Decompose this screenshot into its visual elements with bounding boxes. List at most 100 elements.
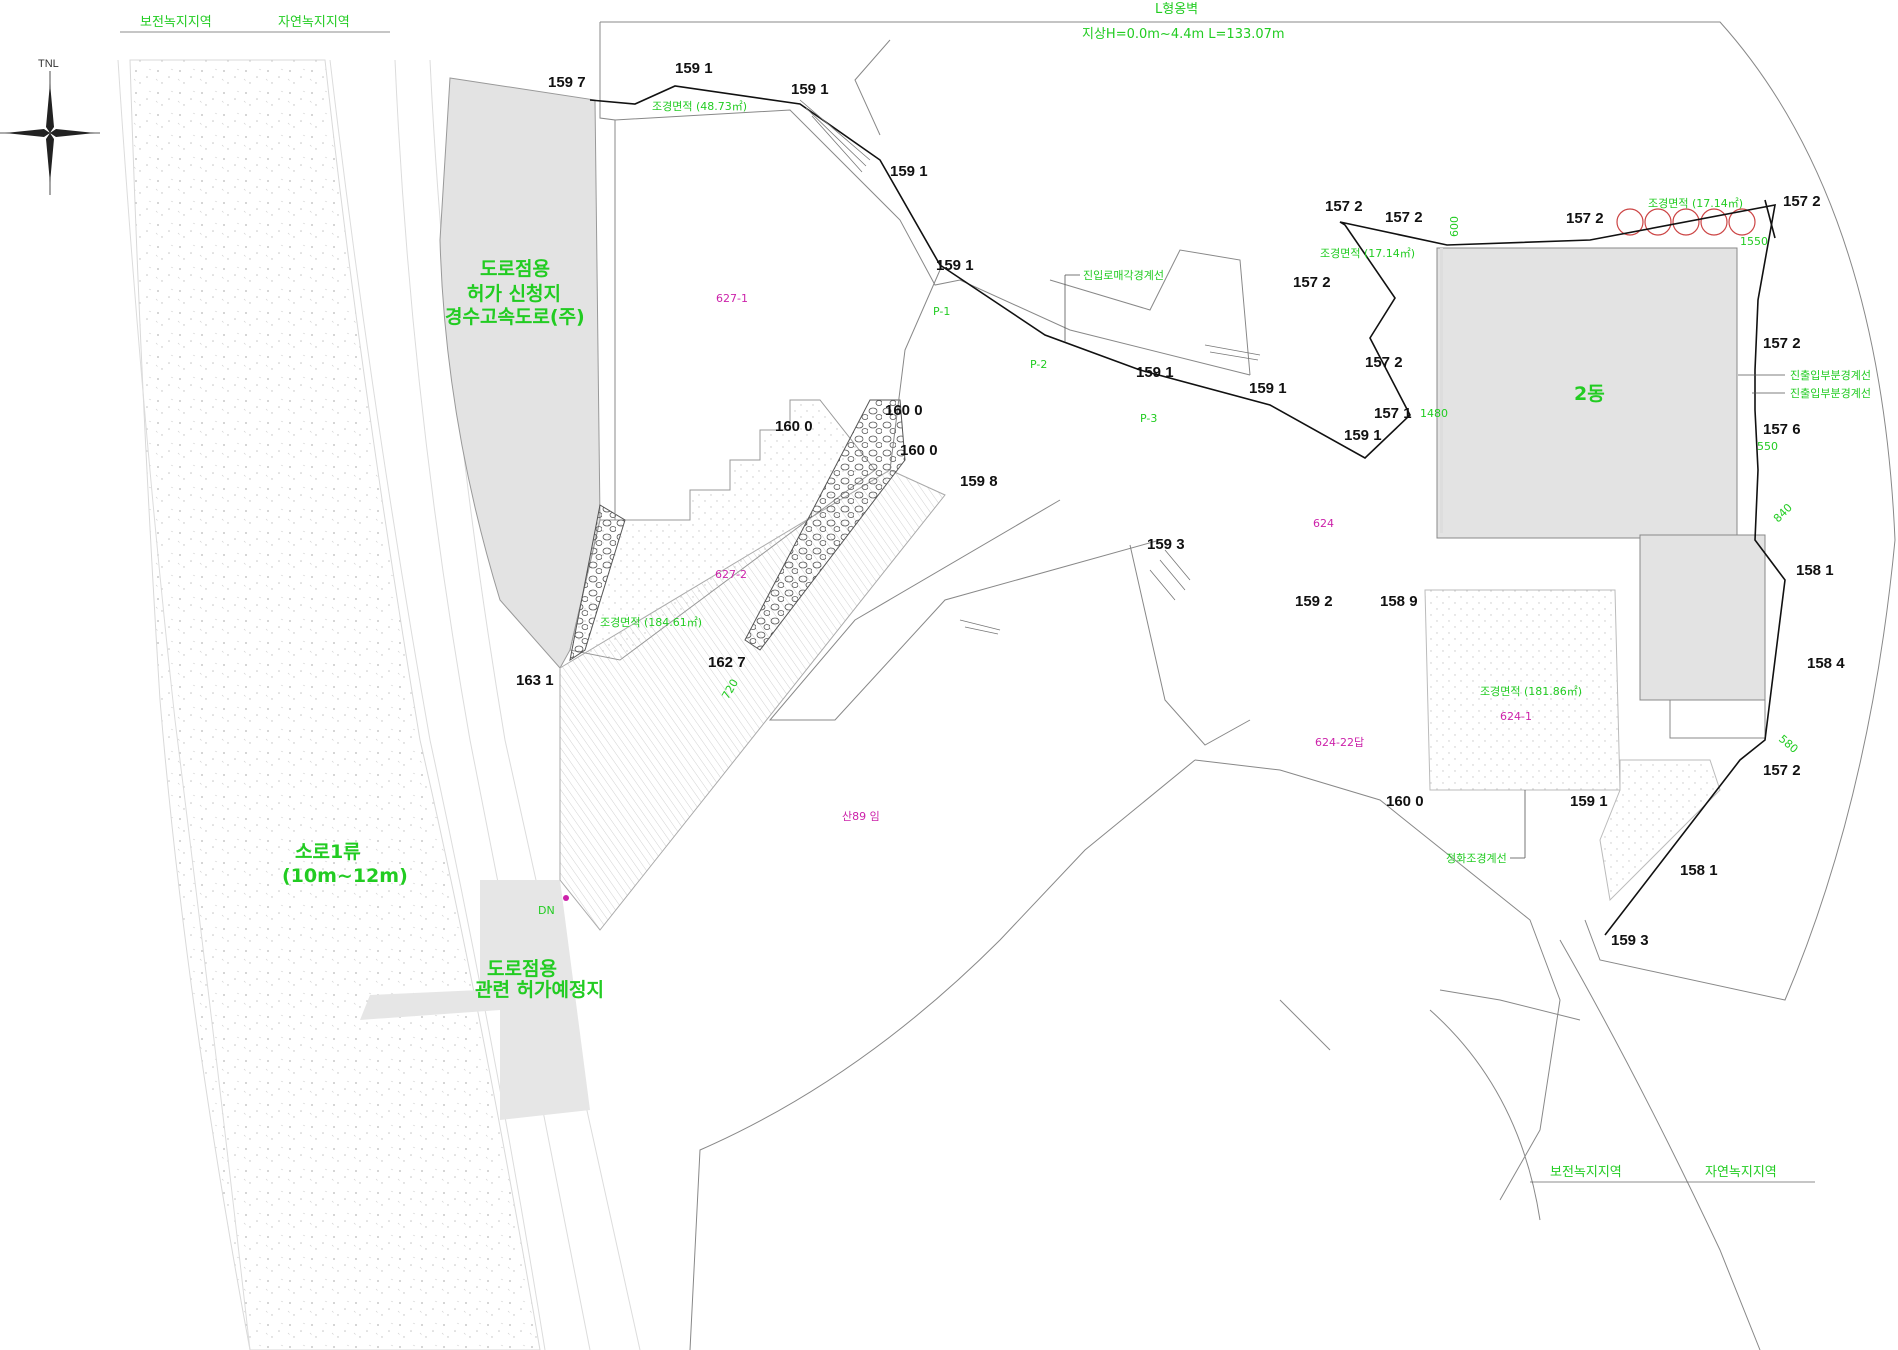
landscape-label: 조경면적 (17.14㎡) — [1320, 247, 1415, 260]
zone-label: 보전녹지지역 — [140, 15, 212, 30]
dimension-label: 600 — [1448, 216, 1461, 237]
landscape-label: 조경면적 (17.14㎡) — [1648, 197, 1743, 210]
site-outline — [1429, 1009, 1541, 1221]
elevation-label: 158 4 — [1807, 655, 1845, 672]
elevation-label: 159 1 — [1344, 427, 1382, 444]
site-outline — [1559, 939, 1761, 1350]
site-outline — [854, 39, 891, 136]
dimension-label: 840 — [1771, 501, 1795, 525]
boundary-tick — [1764, 199, 1776, 239]
parcel-number: 624-1 — [1500, 710, 1532, 723]
road-edge-line — [329, 59, 546, 1350]
elevation-label: 157 2 — [1783, 193, 1821, 210]
dimension-label: 550 — [1757, 440, 1778, 453]
point-label: P-1 — [933, 305, 950, 318]
site-outline — [1049, 249, 1251, 376]
point-label: P-3 — [1140, 412, 1157, 425]
elevation-label: 159 7 — [548, 74, 586, 91]
boundary-label: 진출입부분경계선 — [1790, 369, 1871, 382]
building-annex — [1639, 534, 1766, 701]
road-permit-2-label: 도로점용 — [487, 958, 557, 980]
elevation-label: 159 3 — [1611, 932, 1649, 949]
elevation-label: 162 7 — [708, 654, 746, 671]
zone-label: 보전녹지지역 — [1550, 1165, 1622, 1180]
retaining-wall-spec: 지상H=0.0m~4.4m L=133.07m — [1082, 27, 1285, 42]
building-annex-step — [1669, 699, 1766, 739]
grading-marks — [799, 99, 1261, 635]
elevation-label: 157 2 — [1566, 210, 1604, 227]
site-outline — [1279, 999, 1331, 1051]
elevation-label: 157 2 — [1763, 762, 1801, 779]
elevation-label: 157 1 — [1374, 405, 1412, 422]
elevation-labels: 159 7 159 1 159 1 159 1 159 1 159 1 159 … — [516, 60, 1845, 949]
dimension-label: 580 — [1776, 732, 1800, 755]
parcel-number: 624-22답 — [1315, 736, 1364, 749]
elevation-label: 157 6 — [1763, 421, 1801, 438]
road-permit-label: 허가 신청지 — [467, 283, 561, 305]
landscape-dotted-right-2 — [1599, 759, 1721, 902]
point-label: P-2 — [1030, 358, 1047, 371]
landscape-dotted-left — [569, 399, 876, 661]
landscape-label: 조경면적 (181.86㎡) — [1480, 685, 1582, 698]
site-outline — [614, 109, 1251, 376]
parcel-number: 산89 임 — [842, 810, 880, 823]
elevation-label: 157 2 — [1325, 198, 1363, 215]
site-boundary[interactable] — [589, 85, 1786, 936]
elevation-label: 157 2 — [1365, 354, 1403, 371]
road-edge-line — [394, 59, 591, 1350]
elevation-label: 160 0 — [1386, 793, 1424, 810]
compass-label: TNL — [38, 58, 59, 70]
elevation-label: 159 1 — [1249, 380, 1287, 397]
sobo-label: (10m~12m) — [282, 865, 408, 887]
elevation-label: 158 1 — [1796, 562, 1834, 579]
site-outline — [889, 269, 941, 471]
road-edge-line — [117, 59, 251, 1350]
road-permit-area — [439, 77, 601, 669]
elevation-label: 159 1 — [1570, 793, 1608, 810]
site-outline — [768, 499, 1161, 721]
elevation-label: 163 1 — [516, 672, 554, 689]
boundary-label: 진출입부분경계선 — [1790, 387, 1871, 400]
boundary-label: 정화조경계선 — [1446, 852, 1507, 865]
dimension-label: 1480 — [1420, 407, 1448, 420]
site-outline — [1439, 989, 1581, 1021]
road-permit-label: 경수고속도로(주) — [445, 306, 585, 328]
site-outline — [600, 21, 1896, 1001]
building-2 — [1436, 247, 1738, 539]
dn-label: DN — [538, 904, 555, 917]
site-outline — [689, 759, 1196, 1350]
private-road-label: 진입로매각경계선 — [1083, 269, 1164, 282]
site-outline — [599, 22, 616, 520]
zone-label: 자연녹지지역 — [1705, 1165, 1777, 1180]
elevation-label: 159 8 — [960, 473, 998, 490]
north-compass — [0, 71, 100, 195]
site-outline — [1129, 544, 1251, 746]
road-permit-2-label: 관련 허가예정지 — [475, 979, 604, 1001]
road-permit-label: 도로점용 — [480, 258, 550, 280]
parcel-number: 624 — [1313, 517, 1334, 530]
retaining-wall-title: L형옹벽 — [1155, 2, 1198, 17]
elevation-label: 160 0 — [775, 418, 813, 435]
site-outline — [1194, 759, 1561, 1201]
elevation-label: 157 2 — [1293, 274, 1331, 291]
elevation-label: 157 2 — [1385, 209, 1423, 226]
dn-marker — [563, 895, 569, 901]
elevation-label: 159 1 — [890, 163, 928, 180]
elevation-label: 157 2 — [1763, 335, 1801, 352]
shrub-row — [1616, 208, 1756, 236]
elevation-label: 159 1 — [675, 60, 713, 77]
elevation-label: 158 1 — [1680, 862, 1718, 879]
elevation-label: 159 2 — [1295, 593, 1333, 610]
parcel-number: 627-1 — [716, 292, 748, 305]
building-inner-line — [1440, 248, 1443, 533]
elevation-label: 159 1 — [1136, 364, 1174, 381]
parcel-number: 627-2 — [715, 568, 747, 581]
road-band — [129, 59, 541, 1350]
sobo-label: 소로1류 — [295, 841, 361, 863]
elevation-label: 160 0 — [885, 402, 923, 419]
elevation-label: 158 9 — [1380, 593, 1418, 610]
landscape-label: 조경면적 (48.73㎡) — [652, 100, 747, 113]
stone-wall — [569, 504, 626, 662]
dimension-label: 1550 — [1740, 235, 1768, 248]
